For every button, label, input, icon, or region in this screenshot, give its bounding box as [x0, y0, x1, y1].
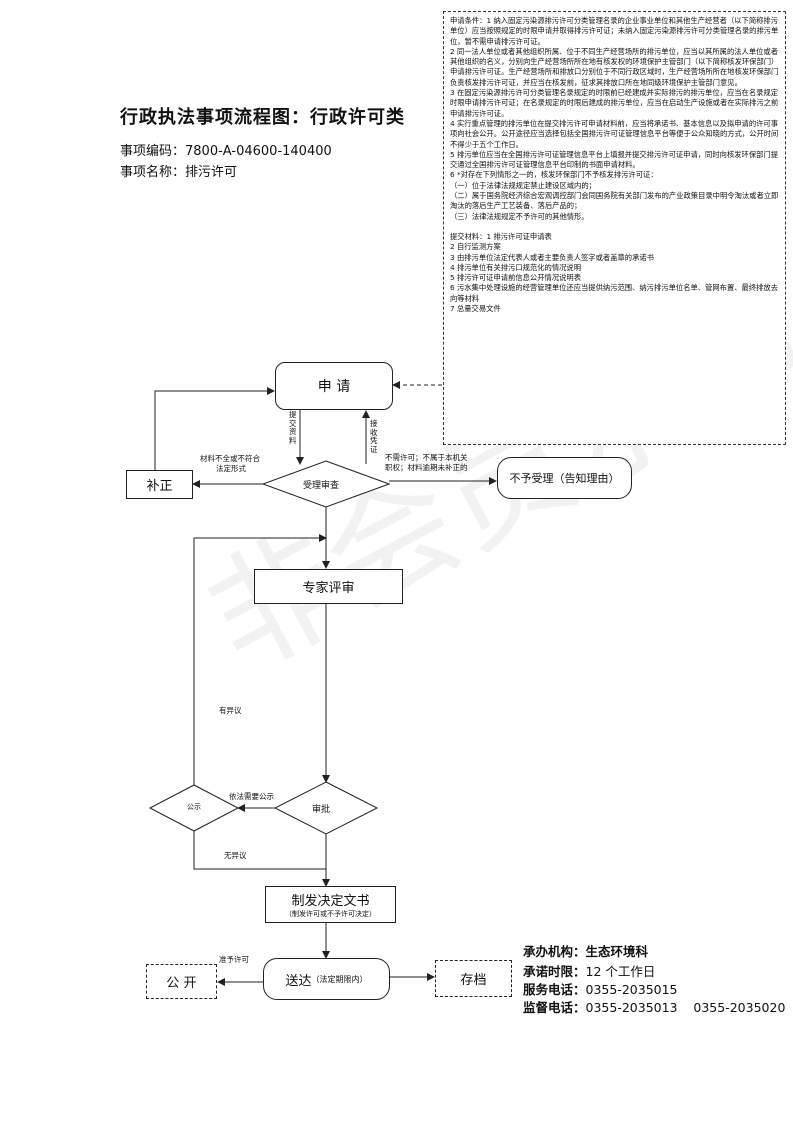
grant-label: 准予许可 — [219, 955, 249, 964]
condition-5: 5 排污单位应当在全国排污许可证管理信息平台上填报并提交排污许可证申请，同时向核… — [450, 149, 779, 170]
material-6: 6 污水集中处理设施的经营管理单位还应当提供纳污范围、纳污排污单位名单、管网布置… — [450, 283, 779, 303]
approve-diamond-shape — [273, 781, 379, 835]
condition-4: 4 实行重点管理的排污单位在提交排污许可申请材料前，应当将承诺书、基本信息以及拟… — [450, 118, 779, 149]
review-diamond-label: 受理审查 — [303, 481, 340, 491]
item-name-label: 事项名称： — [120, 165, 186, 180]
publicity-to-decision-line — [193, 831, 326, 870]
supervise-label: 监督电话： — [523, 1000, 586, 1015]
objection-label: 有异议 — [219, 706, 242, 715]
expert-node: 专家评审 — [254, 569, 403, 604]
approve-diamond-label: 审批 — [312, 805, 331, 815]
service-label: 服务电话： — [523, 982, 586, 997]
org-value: 生态环境科 — [585, 944, 649, 959]
condition-2: 2 同一法人单位或者其他组织所属、位于不同生产经营场所的排污单位，应当以其所属的… — [450, 46, 779, 87]
material-1: 提交材料：1 排污许可证申请表 — [450, 231, 552, 241]
archive-node: 存档 — [435, 960, 512, 997]
incomplete-label-2: 法定形式 — [216, 464, 246, 473]
condition-6-2: （二）属于国务院经济综合宏观调控部门会同国务院有关部门发布的产业政策目录中明令淘… — [450, 191, 779, 211]
deliver-title: 送达 — [285, 973, 312, 989]
service-value: 0355-2035015 — [585, 982, 678, 997]
item-code-label: 事项编码： — [120, 144, 186, 159]
material-2: 2 自行监测方案 — [450, 242, 501, 252]
deliver-node: 送达（法定期限内） — [263, 958, 390, 1000]
org-label: 承办机构： — [523, 944, 586, 959]
item-name: 事项名称：排污许可 — [120, 161, 237, 180]
item-code: 事项编码：7800-A-04600-140400 — [120, 140, 332, 159]
need-publicity-label: 依法需要公示 — [229, 792, 274, 801]
apply-node: 申 请 — [275, 362, 393, 410]
no-objection-label: 无异议 — [224, 851, 247, 860]
service-info: 服务电话：0355-2035015 — [523, 979, 678, 998]
submit-materials-label: 提交资料 — [289, 410, 297, 445]
limit-value: 12 个工作日 — [585, 964, 656, 979]
no-permit-label-2: 职权；材料逾期未补正的 — [385, 463, 468, 472]
reject-node: 不予受理（告知理由） — [497, 457, 632, 499]
material-4: 4 排污单位有关排污口规范化的情况说明 — [450, 262, 582, 272]
page-title: 行政执法事项流程图：行政许可类 — [120, 107, 405, 128]
org-info: 承办机构：生态环境科 — [523, 941, 648, 960]
supervise-info: 监督电话：0355-2035013 0355-2035020 — [523, 997, 785, 1016]
condition-1: 申请条件：1 纳入固定污染源排污许可分类管理名录的企业事业单位和其他生产经营者（… — [450, 16, 779, 46]
material-3: 3 由排污单位法定代表人或者主要负责人签字或者盖章的承诺书 — [450, 252, 654, 262]
public-node: 公 开 — [146, 964, 217, 999]
item-name-value: 排污许可 — [185, 165, 238, 180]
supervise-value: 0355-2035013 0355-2035020 — [585, 1000, 786, 1015]
supplement-node: 补正 — [126, 470, 193, 499]
condition-6-1: （一）位于法律法规规定禁止建设区域内的； — [450, 180, 596, 190]
limit-label: 承诺时限： — [523, 964, 586, 979]
condition-3: 3 在固定污染源排污许可分类管理名录规定的时限前已经建成并实际排污的排污单位，应… — [450, 88, 779, 118]
deliver-subtitle: （法定期限内） — [311, 974, 368, 984]
publicity-diamond-shape — [148, 784, 240, 832]
decision-node: 制发决定文书 （制发许可或不予许可决定） — [265, 886, 396, 923]
notes-panel: 申请条件：1 纳入固定污染源排污许可分类管理名录的企业事业单位和其他生产经营者（… — [443, 11, 786, 445]
item-code-value: 7800-A-04600-140400 — [185, 144, 332, 159]
limit-info: 承诺时限：12 个工作日 — [523, 961, 655, 980]
incomplete-label: 材料不全或不符合 — [200, 454, 260, 463]
decision-subtitle: （制发许可或不予许可决定） — [285, 910, 376, 918]
condition-6: 6 *对存在下列情形之一的，核发环保部门不予核发排污许可证： — [450, 170, 658, 180]
decision-title: 制发决定文书 — [291, 894, 370, 909]
material-5: 5 排污许可证申请前信息公开情况说明表 — [450, 273, 582, 283]
review-diamond-shape — [261, 460, 391, 508]
material-7: 7 总量交易文件 — [450, 304, 501, 314]
receive-cert-label: 接收凭证 — [370, 419, 378, 454]
publicity-loop-line — [193, 534, 327, 785]
condition-6-3: （三）法律法规规定不予许可的其他情形。 — [450, 211, 589, 221]
no-permit-label: 不需许可；不属于本机关 — [385, 453, 468, 462]
publicity-diamond-label: 公示 — [187, 803, 201, 811]
supplement-to-apply-line — [154, 387, 275, 470]
